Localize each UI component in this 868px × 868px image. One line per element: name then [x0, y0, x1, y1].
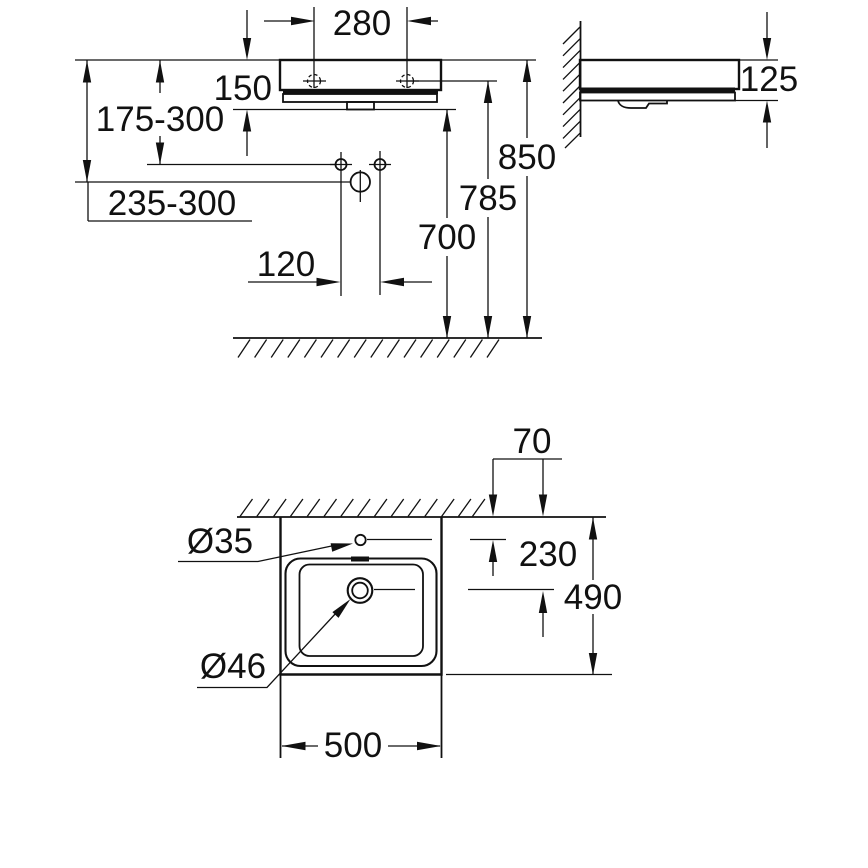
dim-label-785: 785	[459, 179, 517, 218]
front-view-basin-outline	[278, 58, 443, 111]
dim-785: 785	[459, 81, 517, 338]
dim-230: 230	[519, 535, 577, 637]
front-view-connection-symbols	[330, 151, 391, 296]
dim-label-490: 490	[564, 578, 622, 617]
side-view-wall	[562, 21, 582, 149]
floor-hatching	[237, 339, 500, 358]
dim-label-280: 280	[333, 4, 391, 43]
mounting-bar	[283, 89, 438, 94]
dim-175-300: 175-300	[96, 60, 224, 165]
side-view-basin-outline	[578, 58, 741, 109]
supply-hole-left	[334, 158, 348, 171]
dim-label-120: 120	[257, 245, 315, 284]
front-view: 280 150 175-300 235-300 120	[75, 4, 556, 358]
dim-70: 70	[488, 422, 562, 576]
plan-view-basin-outline	[279, 517, 443, 676]
dim-125: 125	[735, 12, 798, 148]
dia-label-46: Ø46	[200, 647, 266, 686]
dim-235-300: 235-300	[82, 60, 252, 223]
dim-280: 280	[264, 4, 438, 88]
plan-view: Ø35 Ø46 70 230 490	[178, 422, 622, 765]
dim-150: 150	[214, 10, 272, 156]
dim-850: 850	[498, 60, 556, 338]
dim-label-700: 700	[418, 218, 476, 257]
dim-label-500: 500	[324, 726, 382, 765]
drain-hole-inner	[351, 581, 369, 600]
tap-hole	[354, 533, 367, 547]
front-view-floor-line	[233, 337, 542, 358]
mounting-bar-side	[580, 87, 735, 93]
drain-hole-outer	[346, 577, 374, 604]
siphon-outline	[617, 100, 668, 109]
bowl-inner	[298, 563, 424, 657]
dim-label-125: 125	[740, 60, 798, 99]
dim-label-175-300: 175-300	[96, 100, 224, 139]
label-dia-46: Ø46	[197, 599, 351, 689]
dim-label-70: 70	[513, 422, 552, 461]
dim-label-150: 150	[214, 69, 272, 108]
waste-outlet	[349, 171, 371, 193]
bowl-rim	[284, 557, 438, 668]
plan-wall-hatching	[239, 498, 486, 517]
dim-label-235-300: 235-300	[108, 184, 236, 223]
plan-view-wall	[237, 498, 606, 518]
dim-500: 500	[281, 726, 441, 765]
dim-120: 120	[248, 245, 432, 287]
label-dia-35: Ø35	[178, 522, 353, 563]
overflow-slot	[351, 556, 369, 562]
dim-label-850: 850	[498, 138, 556, 177]
supply-hole-right	[373, 158, 387, 171]
drain-tab	[346, 101, 375, 111]
wall-hatching	[562, 26, 581, 149]
dia-label-35: Ø35	[187, 522, 253, 561]
side-view: 125	[562, 12, 798, 149]
dim-700: 700	[418, 109, 476, 338]
dim-label-230: 230	[519, 535, 577, 574]
dim-490: 490	[564, 517, 622, 675]
plan-view-reference-lines	[279, 538, 612, 758]
